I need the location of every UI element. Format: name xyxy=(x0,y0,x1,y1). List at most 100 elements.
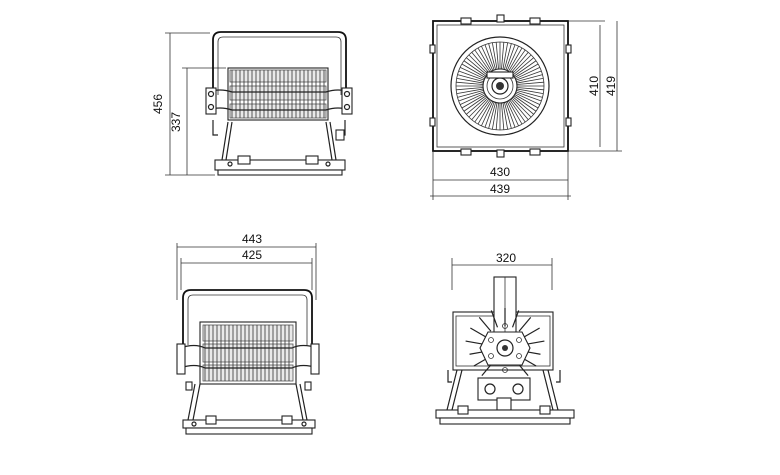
side-height-body-label: 337 xyxy=(169,112,183,132)
front-view: 443 425 xyxy=(176,232,320,435)
fin-line xyxy=(456,87,484,91)
fin-line xyxy=(513,95,537,112)
fin-line xyxy=(456,88,484,95)
rear-hub xyxy=(465,308,545,376)
top-view: 430 439 410 419 xyxy=(429,14,622,200)
fin-line xyxy=(505,101,516,128)
fin-line xyxy=(458,91,485,102)
fin-line xyxy=(516,88,544,95)
fin-line xyxy=(518,364,529,376)
rear-view: 320 xyxy=(435,251,575,425)
rear-stand xyxy=(435,369,575,425)
fin-line xyxy=(502,102,509,130)
side-view: 456 337 xyxy=(151,31,353,176)
fin-line xyxy=(495,102,499,130)
fin-line xyxy=(512,96,534,115)
fin-line xyxy=(518,316,532,332)
fin-line xyxy=(477,47,492,72)
fin-line xyxy=(469,351,484,355)
fin-line xyxy=(526,340,545,345)
fin-line xyxy=(516,81,544,85)
fin-line xyxy=(481,45,494,71)
fin-line xyxy=(501,42,505,70)
fin-line xyxy=(509,99,526,123)
fin-line xyxy=(511,310,520,328)
side-stand xyxy=(212,120,346,176)
fin-line xyxy=(511,54,532,75)
fin-line xyxy=(468,54,489,75)
fin-line xyxy=(488,43,496,70)
fin-line xyxy=(510,98,529,120)
fin-line xyxy=(477,100,492,125)
fin-line xyxy=(468,97,489,118)
top-reflector xyxy=(450,36,550,136)
fin-line xyxy=(510,52,529,74)
fin-line xyxy=(501,102,505,130)
fin-line xyxy=(463,95,487,112)
fin-line xyxy=(516,87,544,91)
front-bracket-handle xyxy=(182,289,313,345)
side-bracket-handle xyxy=(212,31,347,95)
front-width-outer-label: 443 xyxy=(242,232,262,246)
fin-line xyxy=(473,358,487,367)
fin-line xyxy=(523,327,540,338)
fin-line xyxy=(491,42,498,70)
fin-line xyxy=(458,70,485,81)
fin-line xyxy=(466,57,488,76)
fin-line xyxy=(461,94,486,109)
rear-width-label: 320 xyxy=(496,251,516,265)
fin-line xyxy=(513,60,537,77)
fin-line xyxy=(470,327,487,338)
top-height-inner-label: 410 xyxy=(587,76,601,96)
top-height-outer-label: 419 xyxy=(604,76,618,96)
fin-line xyxy=(495,42,499,70)
fin-line xyxy=(515,92,541,105)
fin-line xyxy=(505,44,516,71)
fin-line xyxy=(488,102,496,129)
front-stand xyxy=(182,381,316,435)
fin-line xyxy=(514,94,539,109)
fin-line xyxy=(457,74,484,82)
fin-line xyxy=(515,91,542,102)
fin-line xyxy=(466,96,488,115)
fin-line xyxy=(478,316,492,332)
front-dimension-lines xyxy=(176,243,317,300)
front-pivot-left xyxy=(176,343,186,375)
fin-line xyxy=(508,100,523,125)
fin-line xyxy=(516,77,544,84)
top-width-outer-label: 439 xyxy=(490,182,510,196)
side-heatsink xyxy=(227,67,329,121)
fin-line xyxy=(490,310,499,328)
fin-line xyxy=(481,101,494,127)
fin-line xyxy=(504,43,512,70)
fin-line xyxy=(463,60,487,77)
side-pivot-left xyxy=(205,87,217,115)
fin-line xyxy=(508,47,523,72)
top-width-inner-label: 430 xyxy=(490,165,510,179)
fin-line xyxy=(516,90,543,98)
top-frame xyxy=(429,14,572,158)
fin-line xyxy=(504,102,512,129)
fin-line xyxy=(526,351,541,355)
side-pivot-right xyxy=(341,87,353,115)
rear-dimension-lines xyxy=(451,258,553,290)
fin-line xyxy=(481,364,492,376)
fin-line xyxy=(512,57,534,76)
fin-line xyxy=(506,45,519,71)
fin-line xyxy=(459,92,485,105)
fin-line xyxy=(484,101,495,128)
top-dimension-lines xyxy=(430,20,622,200)
fin-line xyxy=(474,49,491,73)
front-pivot-right xyxy=(310,343,320,375)
fin-line xyxy=(456,81,484,85)
fin-line xyxy=(457,90,484,98)
front-width-inner-label: 425 xyxy=(242,248,262,262)
fin-line xyxy=(506,101,519,127)
fin-line xyxy=(516,74,543,82)
fin-line xyxy=(471,98,490,120)
fin-line xyxy=(502,42,509,70)
fin-line xyxy=(515,70,542,81)
fin-line xyxy=(456,77,484,84)
fin-line xyxy=(511,97,532,118)
side-dimension-lines xyxy=(165,32,226,176)
